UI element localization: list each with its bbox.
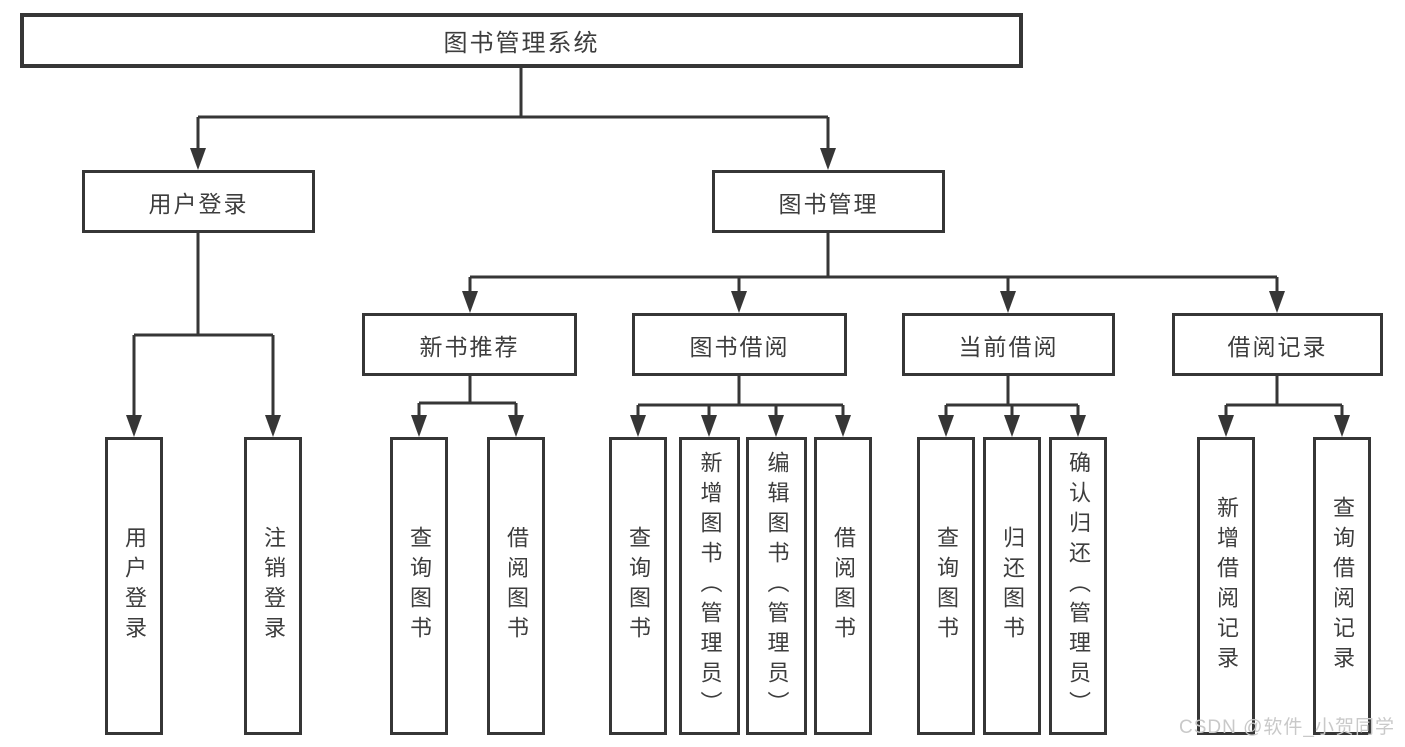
leaf-label: 查询图书 xyxy=(626,526,651,646)
leaf-query-books-recommend: 查询图书 xyxy=(390,437,448,735)
leaf-edit-books-admin: 编辑图书（管理员） xyxy=(746,437,807,735)
node-book-borrow: 图书借阅 xyxy=(632,313,847,376)
branch-book-borrow xyxy=(630,376,851,437)
leaf-label: 借阅图书 xyxy=(504,526,529,646)
node-book-management: 图书管理 xyxy=(712,170,945,233)
leaf-label: 注销登录 xyxy=(261,526,286,646)
leaf-query-books-borrow: 查询图书 xyxy=(609,437,667,735)
leaf-borrow-books: 借阅图书 xyxy=(814,437,872,735)
leaf-label: 用户登录 xyxy=(122,526,147,646)
leaf-label: 借阅图书 xyxy=(831,526,856,646)
branch-new-book xyxy=(411,376,524,437)
leaf-label: 新增图书（管理员） xyxy=(697,451,723,721)
leaf-query-books-current: 查询图书 xyxy=(917,437,975,735)
leaf-add-borrow-record: 新增借阅记录 xyxy=(1197,437,1255,735)
node-label: 图书管理 xyxy=(778,190,879,217)
leaf-borrow-books-recommend: 借阅图书 xyxy=(487,437,545,735)
leaf-label: 查询图书 xyxy=(407,526,432,646)
leaf-label: 归还图书 xyxy=(1000,526,1025,646)
node-label: 图书管理系统 xyxy=(443,30,600,57)
leaf-label: 查询图书 xyxy=(934,526,959,646)
node-label: 图书借阅 xyxy=(689,333,790,360)
branch-current-borrow xyxy=(938,376,1086,437)
node-new-book-recommend: 新书推荐 xyxy=(362,313,577,376)
leaf-confirm-return-admin: 确认归还（管理员） xyxy=(1049,437,1107,735)
leaf-add-books-admin: 新增图书（管理员） xyxy=(679,437,740,735)
leaf-label: 新增借阅记录 xyxy=(1214,496,1239,676)
node-label: 当前借阅 xyxy=(958,333,1059,360)
leaf-user-login: 用户登录 xyxy=(105,437,163,735)
branch-user-login xyxy=(126,233,281,437)
leaf-query-borrow-record: 查询借阅记录 xyxy=(1313,437,1371,735)
node-borrow-records: 借阅记录 xyxy=(1172,313,1383,376)
leaf-label: 确认归还（管理员） xyxy=(1066,451,1091,721)
leaf-label: 编辑图书（管理员） xyxy=(764,451,790,721)
leaf-return-books: 归还图书 xyxy=(983,437,1041,735)
node-user-login: 用户登录 xyxy=(82,170,315,233)
branch-root xyxy=(190,68,836,170)
node-label: 用户登录 xyxy=(148,190,249,217)
node-current-borrow: 当前借阅 xyxy=(902,313,1115,376)
node-label: 新书推荐 xyxy=(419,333,520,360)
node-library-system: 图书管理系统 xyxy=(20,13,1023,68)
branch-borrow-records xyxy=(1218,376,1350,437)
leaf-logout: 注销登录 xyxy=(244,437,302,735)
leaf-label: 查询借阅记录 xyxy=(1330,496,1355,676)
node-label: 借阅记录 xyxy=(1227,333,1328,360)
watermark: CSDN @软件_小贺同学 xyxy=(1179,717,1395,738)
branch-book-management xyxy=(462,233,1285,313)
